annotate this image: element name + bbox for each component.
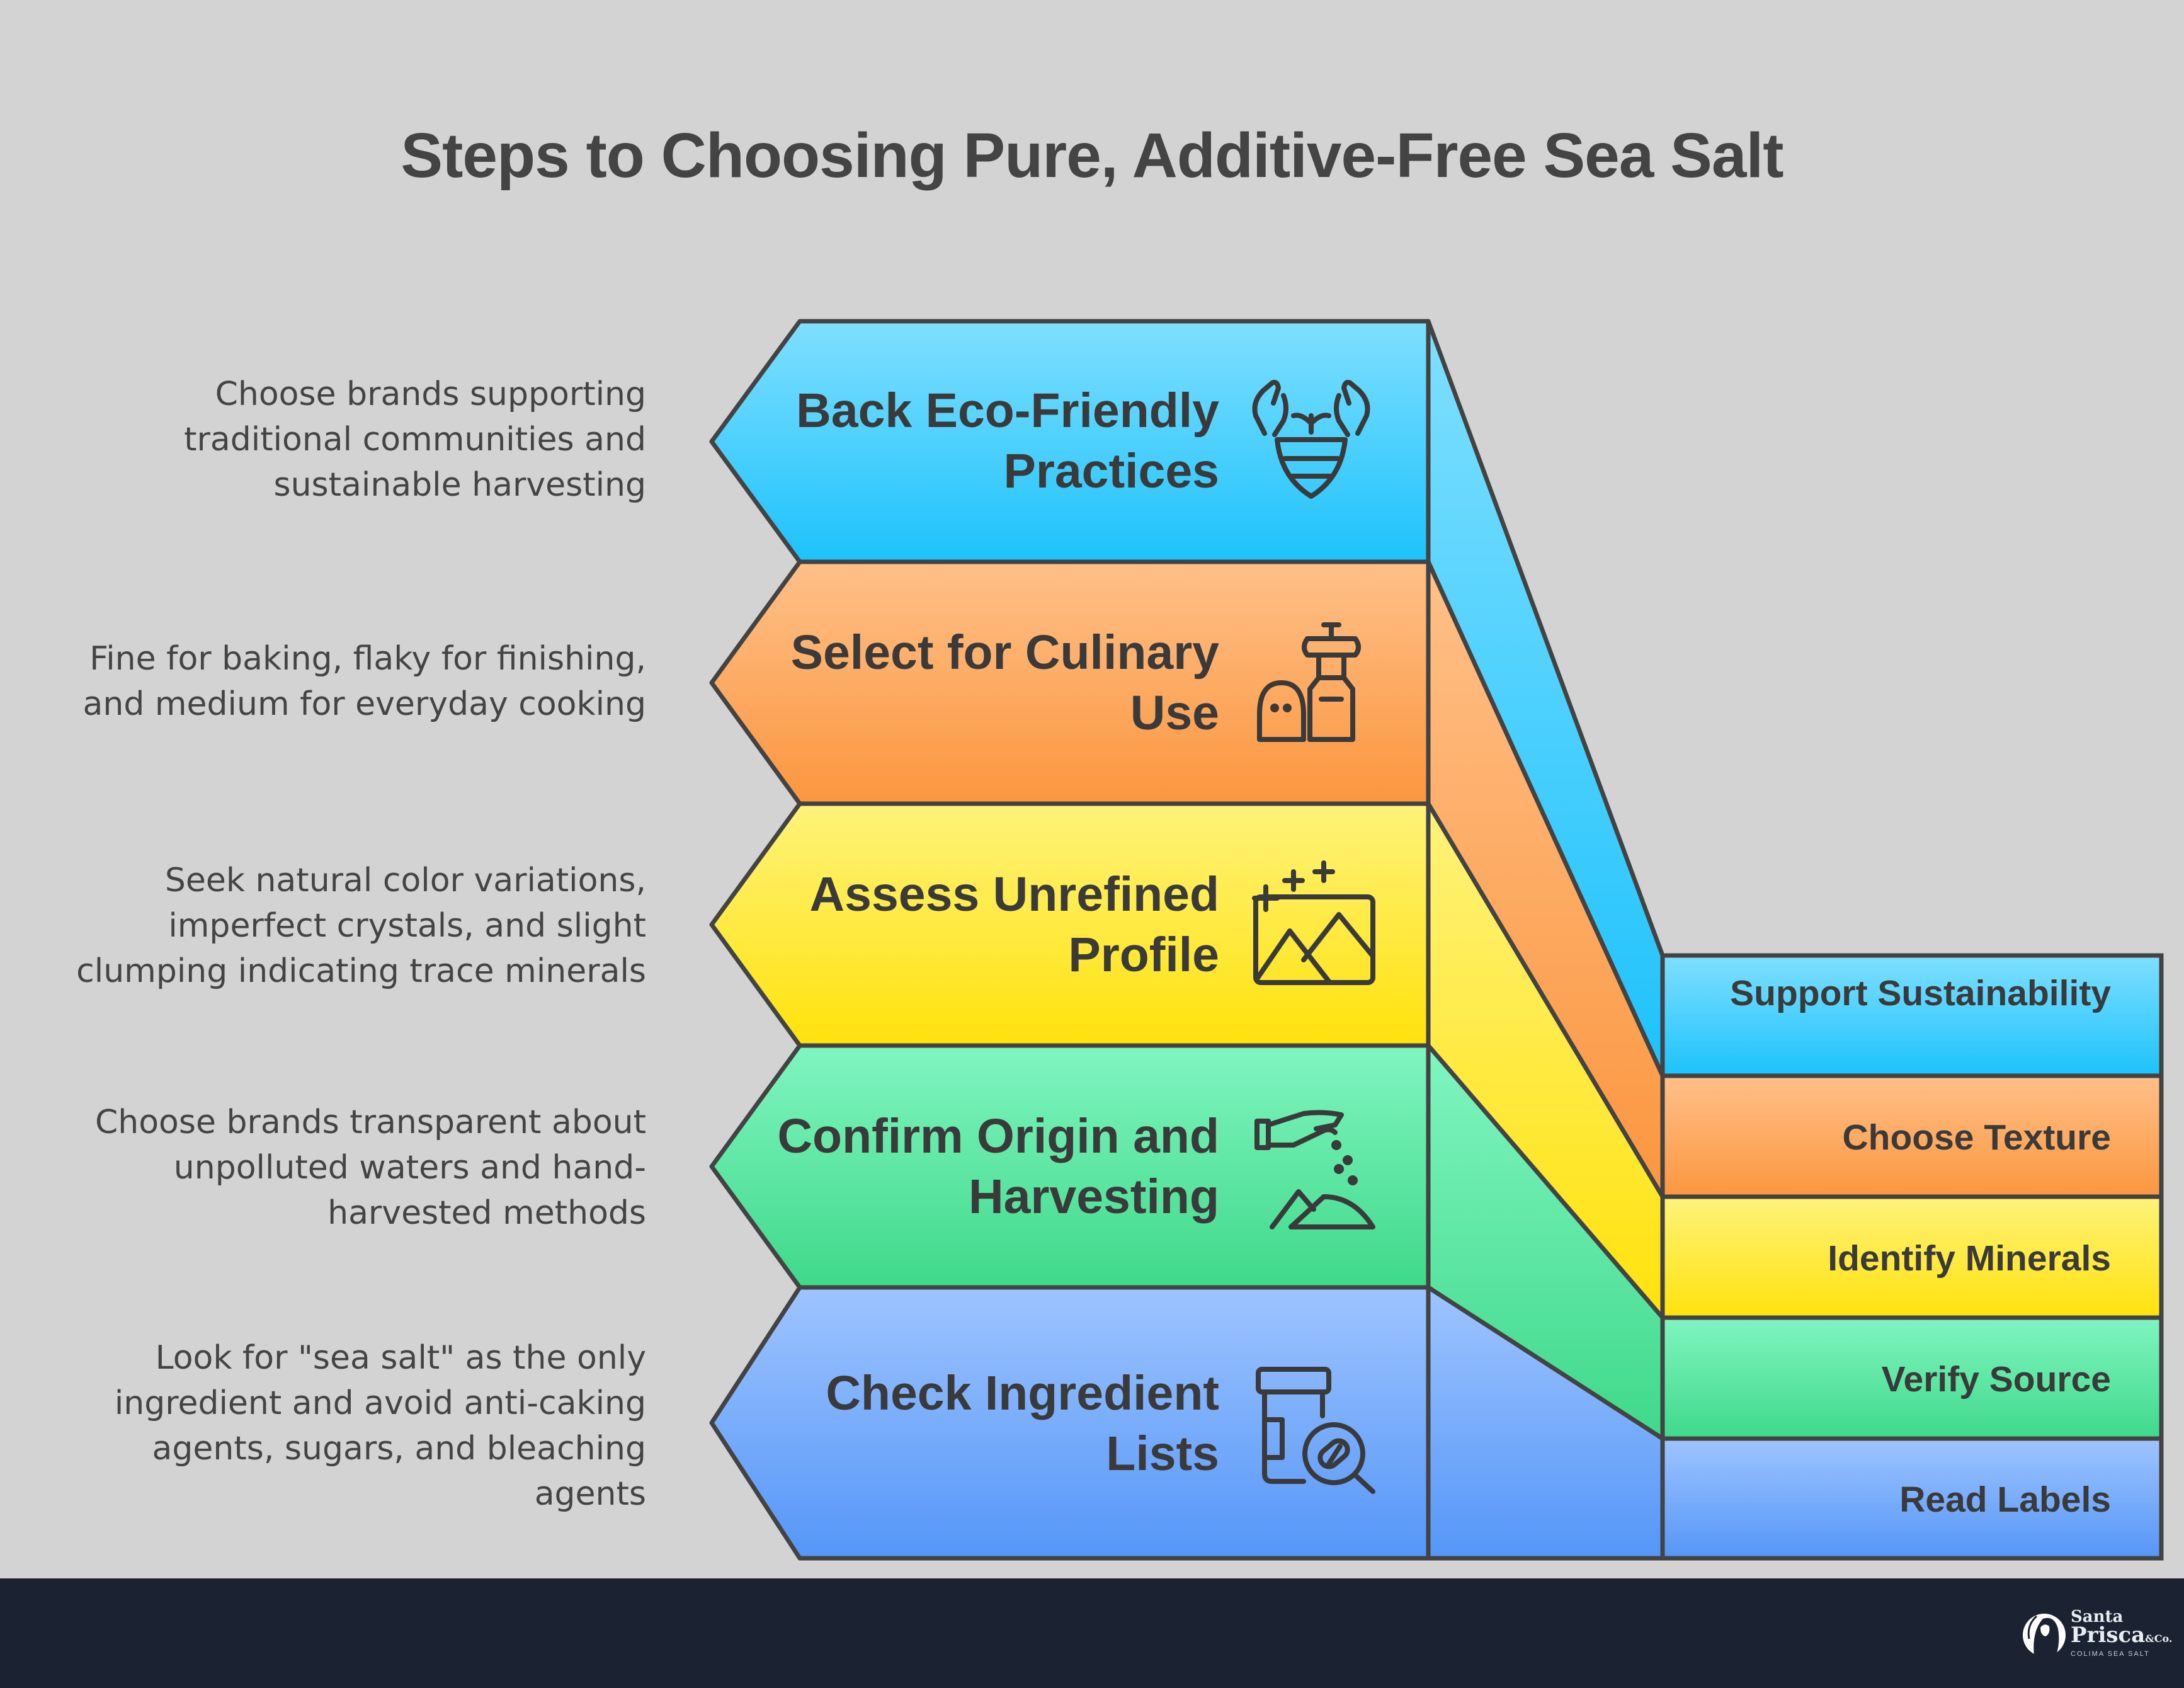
result-label-sustainability: Support Sustainability — [1730, 973, 2111, 1013]
step-arrow-ingredients — [709, 1285, 1431, 1561]
brand-name-prisca: Prisca — [2071, 1622, 2146, 1648]
brand-name-line1: Santa — [2071, 1607, 2124, 1626]
step-description-eco-friendly: Choose brands supporting traditional com… — [184, 375, 646, 504]
step-label-unrefined: Assess Unrefined Profile — [809, 867, 1219, 982]
page-title: Steps to Choosing Pure, Additive-Free Se… — [401, 120, 1783, 191]
brand-logo: Santa Prisca&Co. COLIMA SEA SALT — [2020, 1605, 2172, 1665]
sparkle-landscape-icon — [1252, 860, 1375, 985]
virgin-silhouette-logo-icon — [2023, 1614, 2066, 1657]
result-label-labels: Read Labels — [1899, 1480, 2111, 1520]
hand-pouring-salt-icon — [1254, 1110, 1375, 1229]
brand-tagline: COLIMA SEA SALT — [2071, 1650, 2150, 1658]
footer-bar — [0, 1578, 2184, 1688]
step-label-eco-friendly: Back Eco-Friendly Practices — [796, 384, 1219, 498]
step-label-origin: Confirm Origin and Harvesting — [777, 1109, 1219, 1224]
result-label-texture: Choose Texture — [1842, 1117, 2111, 1158]
steps-diagram — [709, 319, 2164, 1561]
brand-name-line2: Prisca&Co. — [2071, 1622, 2172, 1648]
result-label-minerals: Identify Minerals — [1828, 1238, 2111, 1279]
step-description-origin: Choose brands transparent about unpollut… — [94, 1103, 646, 1232]
step-description-ingredients: Look for "sea salt" as the only ingredie… — [114, 1339, 646, 1513]
result-box-labels — [1660, 1436, 2164, 1561]
ingredient-jar-magnifier-icon — [1256, 1367, 1375, 1494]
step-description-unrefined: Seek natural color variations, imperfect… — [76, 862, 646, 990]
step-description-culinary: Fine for baking, flaky for finishing, an… — [82, 640, 646, 723]
step-label-culinary: Select for Culinary Use — [790, 625, 1219, 740]
brand-suffix: &Co. — [2145, 1633, 2173, 1645]
step-label-ingredients: Check Ingredient Lists — [826, 1366, 1219, 1481]
hands-plant-bowl-icon — [1252, 380, 1370, 499]
result-label-source: Verify Source — [1881, 1359, 2111, 1400]
salt-pepper-shaker-icon — [1257, 622, 1361, 742]
